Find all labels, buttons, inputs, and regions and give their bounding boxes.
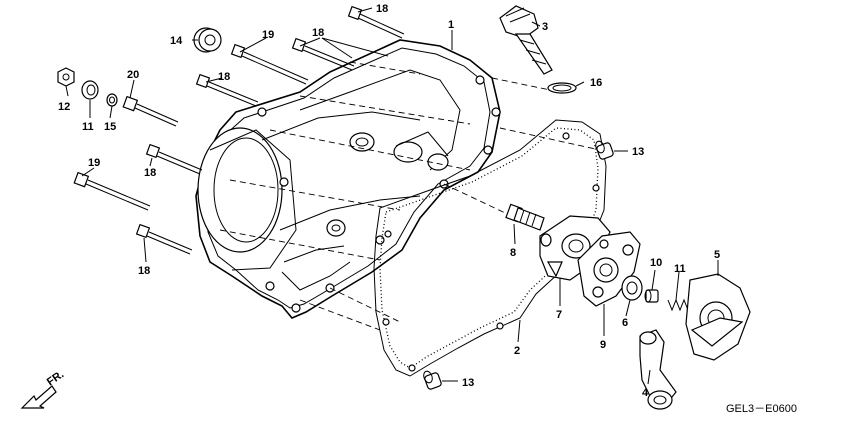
callout-14: 14 (170, 35, 183, 47)
callout-labels: 18 1 3 16 13 13 14 19 18 18 20 12 11 15 … (58, 3, 720, 399)
collar-10 (644, 289, 659, 303)
callout-4: 4 (642, 387, 649, 399)
dowel-pin-13-upper (595, 140, 614, 160)
callout-7: 7 (556, 309, 562, 321)
callout-2: 2 (514, 345, 520, 357)
arm-5 (685, 273, 751, 361)
cam-plate-9 (577, 231, 641, 307)
diagram-code: GEL3－E0600 (726, 403, 797, 415)
bolt-19-lower (73, 171, 151, 211)
callout-17: 12 (58, 101, 70, 113)
callout-18-top: 18 (376, 3, 388, 15)
nut-17 (57, 67, 75, 87)
callout-19-upper: 19 (262, 29, 274, 41)
callout-1: 1 (448, 19, 454, 31)
bolt-18-left (195, 73, 259, 107)
callout-15: 15 (104, 121, 116, 133)
callout-16: 16 (590, 77, 602, 89)
callout-19-lower: 19 (88, 157, 100, 169)
crankcase-cover (195, 39, 501, 319)
callout-6: 6 (622, 317, 628, 329)
callout-18-mid: 18 (144, 167, 156, 179)
dowel-pin-13-lower (423, 370, 442, 390)
callout-18-left: 18 (218, 71, 230, 83)
callout-18-bottom: 18 (138, 265, 150, 277)
bolt-top (347, 5, 405, 39)
callout-5: 5 (714, 249, 720, 261)
callout-20: 20 (127, 69, 139, 81)
bolt-18-mid (145, 143, 203, 175)
oring-16 (547, 82, 577, 94)
oring-15 (106, 93, 118, 107)
bolt-18-bottom (135, 223, 193, 255)
callout-13-lower: 13 (462, 377, 474, 389)
callout-3: 3 (542, 21, 548, 33)
bolt-19-upper (230, 43, 309, 85)
bolt-18-upper-mid (291, 37, 355, 71)
cover-gasket (373, 119, 607, 377)
callout-10: 10 (650, 257, 662, 269)
oil-filler-cap-3 (499, 5, 553, 75)
callout-18-upper-mid: 18 (312, 27, 324, 39)
front-direction-arrow: FR. (20, 368, 66, 409)
bearing-14 (193, 27, 222, 53)
callout-8: 8 (510, 247, 516, 259)
leader-lines (65, 7, 719, 385)
washer-12 (81, 80, 99, 100)
pivot-bolt-8 (505, 203, 545, 231)
bolt-20 (122, 95, 179, 127)
kick-lever-4 (639, 329, 677, 410)
bolts (73, 5, 405, 255)
callout-12: 11 (82, 121, 94, 133)
callout-9: 9 (600, 339, 606, 351)
direction-label: FR. (45, 368, 66, 388)
callout-11: 11 (674, 263, 686, 275)
oil-seal-6 (621, 275, 643, 301)
callout-13-upper: 13 (632, 146, 644, 158)
